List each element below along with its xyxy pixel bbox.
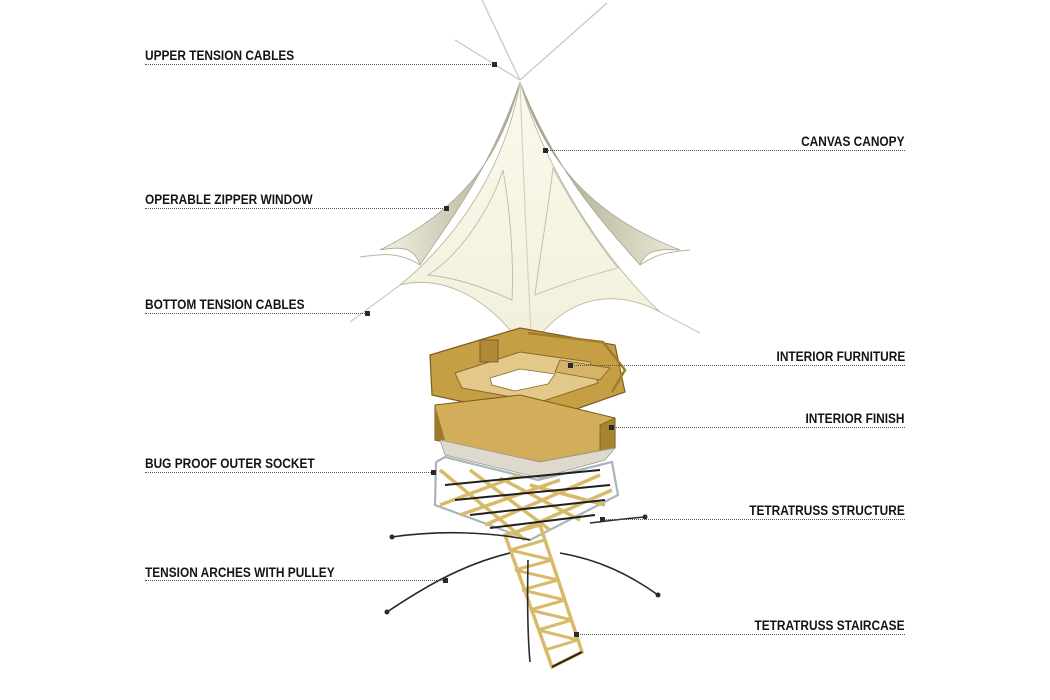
label-bottom-tension-cables: BOTTOM TENSION CABLES — [145, 297, 305, 312]
label-operable-zipper-window: OPERABLE ZIPPER WINDOW — [145, 192, 313, 207]
callout-dot-tension-arches-with-pulley — [443, 578, 448, 583]
callout-dot-interior-furniture — [568, 363, 573, 368]
label-interior-furniture: INTERIOR FURNITURE — [776, 349, 905, 364]
bottom-tension-cables-graphic — [349, 284, 701, 334]
interior-finish-graphic — [434, 394, 617, 479]
upper-tension-cables-graphic — [454, 0, 608, 81]
leader-interior-furniture — [572, 365, 905, 366]
leader-bug-proof-outer-socket — [145, 472, 433, 473]
tension-arches-graphic — [386, 516, 659, 663]
leader-tetratruss-staircase — [577, 634, 905, 635]
leader-tension-arches-with-pulley — [145, 580, 445, 581]
leader-operable-zipper-window — [145, 208, 445, 209]
label-tension-arches-with-pulley: TENSION ARCHES WITH PULLEY — [145, 565, 335, 580]
canvas-canopy-graphic — [359, 81, 691, 351]
callout-dot-upper-tension-cables — [492, 62, 497, 67]
callout-dot-bug-proof-outer-socket — [431, 470, 436, 475]
callout-dot-canvas-canopy — [543, 148, 548, 153]
leader-upper-tension-cables — [145, 64, 493, 65]
callout-dot-operable-zipper-window — [444, 206, 449, 211]
leader-tetratruss-structure — [603, 519, 905, 520]
tetratruss-staircase-graphic — [502, 522, 585, 670]
label-upper-tension-cables: UPPER TENSION CABLES — [145, 48, 295, 63]
label-interior-finish: INTERIOR FINISH — [805, 411, 905, 426]
bug-proof-outer-socket-graphic — [433, 455, 620, 542]
label-tetratruss-structure: TETRATRUSS STRUCTURE — [749, 503, 905, 518]
leader-interior-finish — [612, 427, 905, 428]
callout-dot-interior-finish — [609, 425, 614, 430]
callout-dot-tetratruss-staircase — [574, 632, 579, 637]
label-tetratruss-staircase: TETRATRUSS STAIRCASE — [754, 618, 905, 633]
label-canvas-canopy: CANVAS CANOPY — [801, 134, 905, 149]
leader-bottom-tension-cables — [145, 313, 367, 314]
callout-dot-tetratruss-structure — [600, 517, 605, 522]
label-bug-proof-outer-socket: BUG PROOF OUTER SOCKET — [145, 456, 315, 471]
leader-canvas-canopy — [546, 150, 905, 151]
callout-dot-bottom-tension-cables — [365, 311, 370, 316]
